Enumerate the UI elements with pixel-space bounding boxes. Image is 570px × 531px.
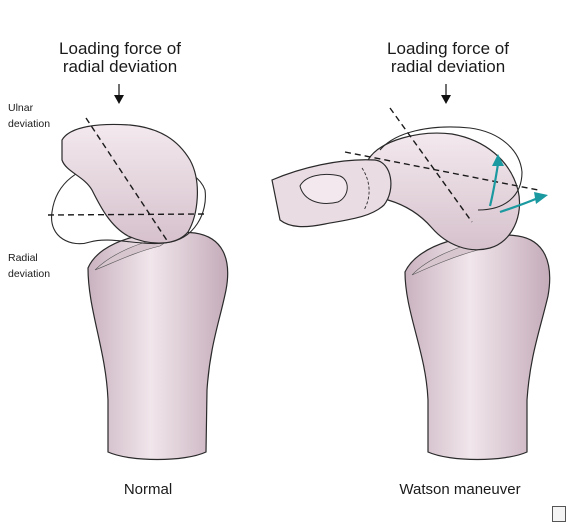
teal-arrow-up (488, 163, 500, 207)
teal-arrow-right (499, 196, 539, 214)
dorsal-axis-line (389, 107, 473, 223)
radial-label-line2: deviation (8, 268, 51, 281)
scaphoid-bone-right (364, 132, 521, 251)
right-force-label-line2: radial deviation (390, 56, 506, 76)
force-arrowhead-right (441, 95, 451, 104)
scaphoid-outline-right (379, 126, 523, 211)
palmar-axis-line (344, 151, 539, 191)
thumbnail (299, 173, 348, 204)
radial-label-line1: Radial (8, 252, 38, 264)
watson-caption: Watson maneuver (399, 481, 521, 498)
ulnar-axis-line (85, 117, 169, 243)
left-force-label-line1: Loading force of (59, 39, 181, 58)
radial-axis-line (47, 213, 206, 216)
ulnar-deviation-label: Ulnar deviation (8, 100, 50, 133)
normal-panel (47, 84, 229, 461)
watson-panel (271, 84, 551, 461)
corner-logo-icon (552, 506, 566, 522)
normal-caption: Normal (123, 481, 173, 498)
right-force-label: Loading force of radial deviation (370, 40, 526, 76)
left-force-label: Loading force of radial deviation (42, 40, 198, 76)
scaphoid-bone-left (61, 123, 198, 244)
thumb-crease (361, 167, 370, 211)
ulnar-label-line1: Ulnar (8, 102, 34, 114)
radius-bone-left (87, 231, 229, 461)
right-force-label-line1: Loading force of (387, 39, 509, 58)
ulnar-label-line2: deviation (8, 118, 51, 131)
teal-arrowhead-up (492, 154, 504, 166)
radial-deviation-label: Radial deviation (8, 250, 50, 283)
teal-arrowhead-right (534, 192, 548, 204)
left-force-label-line2: radial deviation (62, 56, 178, 76)
force-arrowhead-left (114, 95, 124, 104)
